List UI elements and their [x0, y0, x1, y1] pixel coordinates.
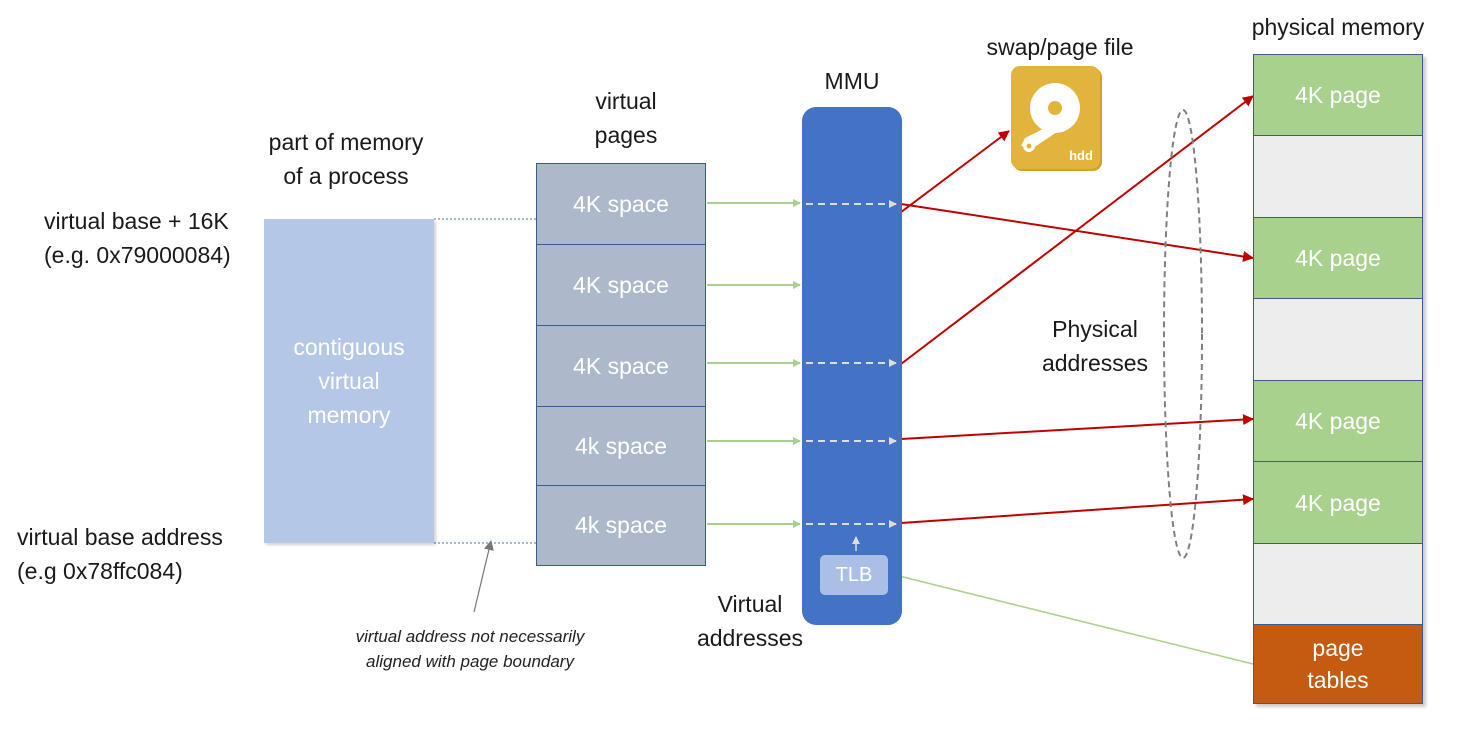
alignment-note: virtual address not necessarily aligned …: [355, 627, 585, 671]
page-tables-label: page tables: [1307, 635, 1369, 693]
physical-page: 4K page: [1254, 381, 1422, 462]
virtual-page-label: 4k space: [574, 433, 668, 459]
virtual-page-label: 4K space: [573, 190, 669, 217]
virtual-pages-heading: virtual pages: [594, 88, 658, 148]
physical-empty-slot: [1254, 136, 1422, 218]
physical-empty-slot: [1254, 544, 1422, 625]
contiguous-label: contiguous virtual memory: [293, 334, 405, 428]
physical-memory-column: 4K page 4K page 4K page 4K page page tab…: [1253, 54, 1423, 704]
virtual-base-address-label: virtual base address (e.g 0x78ffc084): [17, 524, 223, 584]
virtual-page: 4K space: [536, 163, 706, 245]
virtual-page-label: 4K space: [573, 352, 669, 379]
virtual-addresses-label: Virtual addresses: [696, 591, 804, 651]
alignment-pointer-arrow: [473, 540, 494, 613]
physical-page-label: 4K page: [1295, 82, 1381, 108]
mmu-heading: MMU: [824, 68, 880, 94]
physical-addresses-ellipse: [1163, 109, 1203, 559]
page-tables-block: page tables: [1254, 625, 1422, 703]
physical-page-label: 4K page: [1295, 245, 1381, 271]
physical-page: 4K page: [1254, 55, 1422, 136]
virtual-page-label: 4k space: [574, 512, 668, 538]
map-arrow-5: [900, 494, 1254, 524]
contiguous-virtual-memory-block: contiguous virtual memory: [264, 219, 434, 543]
physical-page-label: 4K page: [1295, 489, 1381, 516]
virtual-page: 4K space: [536, 244, 706, 326]
physical-addresses-label: Physical addresses: [1041, 316, 1149, 376]
virtual-pages-column: 4K space 4K space 4K space 4k space 4k s…: [536, 163, 706, 566]
hdd-icon: hdd: [1011, 66, 1102, 171]
hdd-label: hdd: [1069, 148, 1093, 163]
physical-page: 4K page: [1254, 462, 1422, 544]
tlb-label: TLB: [835, 563, 873, 586]
page-tables-to-tlb-arrow: [890, 571, 1254, 665]
swap-file-heading: swap/page file: [986, 34, 1134, 60]
virtual-page: 4k space: [536, 406, 706, 487]
physical-empty-slot: [1254, 299, 1422, 381]
map-arrow-4: [900, 414, 1254, 440]
process-memory-heading: part of memory of a process: [268, 129, 424, 189]
virtual-page: 4k space: [536, 485, 706, 566]
virtual-page: 4K space: [536, 325, 706, 407]
virtual-top-address-label: virtual base + 16K (e.g. 0x79000084): [44, 208, 231, 268]
physical-page: 4K page: [1254, 218, 1422, 299]
physical-memory-heading: physical memory: [1251, 14, 1425, 40]
virtual-page-label: 4K space: [573, 271, 669, 298]
physical-page-label: 4K page: [1295, 408, 1381, 434]
mmu-internal-arrows: [806, 200, 897, 551]
map-arrow-3: [900, 95, 1254, 365]
tlb-box: TLB: [820, 555, 888, 595]
